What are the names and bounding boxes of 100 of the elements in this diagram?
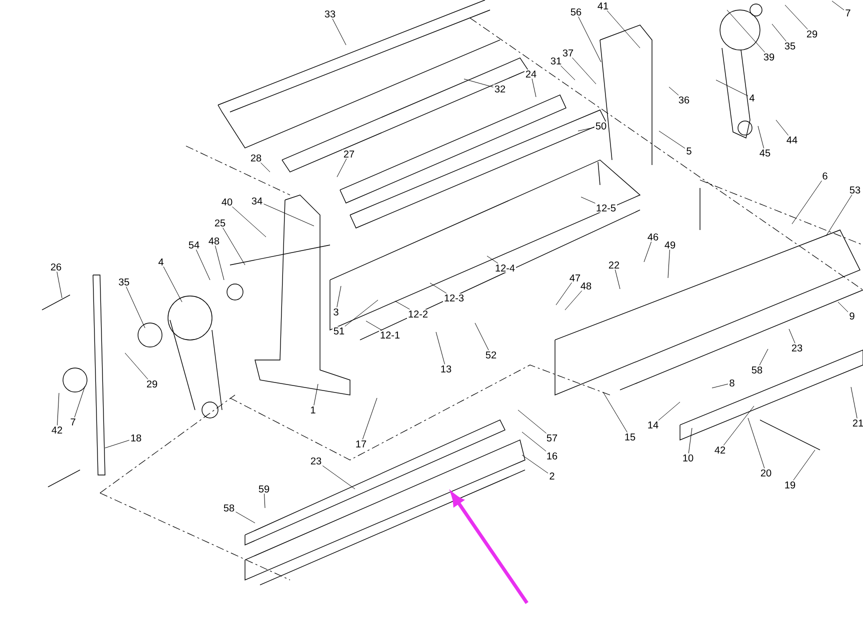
callout-number: 54 xyxy=(187,240,201,250)
callout-number: 12-3 xyxy=(443,293,465,303)
callout-number: 59 xyxy=(257,484,271,494)
leader-line xyxy=(572,57,596,84)
callout-number: 44 xyxy=(785,136,799,144)
callout-number: 9 xyxy=(848,311,856,321)
callout-number: 23 xyxy=(309,456,323,466)
callout-number: 42 xyxy=(713,446,727,454)
leader-line xyxy=(784,4,808,30)
callout-number: 49 xyxy=(663,240,677,250)
callout-number: 8 xyxy=(728,378,736,388)
callout-number: 50 xyxy=(594,121,608,131)
callout-number: 26 xyxy=(49,262,63,272)
leader-line xyxy=(578,16,602,62)
leader-line xyxy=(464,78,494,88)
leader-line xyxy=(124,352,148,380)
callout-number: 45 xyxy=(758,148,772,158)
leader-line xyxy=(522,454,548,474)
leader-line xyxy=(74,386,86,418)
leader-line xyxy=(838,302,848,312)
callout-number: 35 xyxy=(783,41,797,51)
callout-number: 17 xyxy=(354,440,368,448)
leader-line xyxy=(474,322,489,350)
callout-number: 12-4 xyxy=(494,264,516,272)
leader-line xyxy=(832,0,844,10)
callout-number: 57 xyxy=(545,434,559,442)
callout-number: 4 xyxy=(748,94,756,102)
callout-number: 29 xyxy=(145,379,159,389)
callout-number: 12-2 xyxy=(407,310,429,318)
leader-line xyxy=(772,24,786,42)
leader-line xyxy=(564,290,582,310)
leader-line xyxy=(792,180,822,224)
leader-line xyxy=(723,406,754,446)
leader-line xyxy=(260,162,270,172)
callout-number: 7 xyxy=(844,8,852,18)
callout-number: 14 xyxy=(646,420,660,430)
callout-number: 12-1 xyxy=(379,330,401,340)
callout-number: 10 xyxy=(681,453,695,463)
callout-number: 27 xyxy=(342,150,356,158)
callout-number: 3 xyxy=(332,307,340,317)
leader-line xyxy=(560,65,576,80)
leader-line xyxy=(163,266,182,302)
leader-line xyxy=(668,86,679,96)
callout-number: 32 xyxy=(493,84,507,94)
leader-line xyxy=(236,512,256,524)
leader-line xyxy=(758,126,764,149)
callout-number: 40 xyxy=(220,197,234,207)
callout-number: 21 xyxy=(851,418,863,428)
callout-number: 53 xyxy=(848,185,862,195)
callout-number: 52 xyxy=(484,350,498,360)
leader-line xyxy=(366,320,382,331)
callout-number: 20 xyxy=(759,468,773,478)
leader-line xyxy=(362,398,378,440)
leader-line xyxy=(658,130,686,149)
leader-line xyxy=(532,78,536,98)
leader-line xyxy=(56,271,62,298)
leader-line xyxy=(793,450,816,480)
leader-line xyxy=(336,158,347,178)
leader-line xyxy=(776,120,789,136)
leader-line xyxy=(104,440,130,448)
callout-number: 22 xyxy=(607,260,621,270)
leader-line xyxy=(668,249,670,278)
leader-line xyxy=(394,300,410,310)
leader-line xyxy=(264,493,266,508)
leader-line xyxy=(826,194,852,236)
callout-number: 42 xyxy=(50,426,64,434)
callout-number: 2 xyxy=(548,472,556,480)
leader-line xyxy=(522,432,546,452)
callout-number: 47 xyxy=(568,274,582,282)
leader-line xyxy=(518,410,547,434)
callout-number: 13 xyxy=(439,364,453,374)
leader-line xyxy=(716,80,748,96)
callout-number: 24 xyxy=(524,70,538,78)
callout-number: 31 xyxy=(549,56,563,66)
leader-line xyxy=(658,402,680,421)
callout-number: 12-5 xyxy=(595,203,617,213)
callout-number: 7 xyxy=(69,418,77,426)
leader-line xyxy=(759,348,768,366)
leader-line xyxy=(556,282,572,306)
leader-line xyxy=(614,269,620,290)
callout-number: 58 xyxy=(750,365,764,375)
leader-line xyxy=(580,196,596,204)
callout-number: 23 xyxy=(790,343,804,353)
callout-number: 33 xyxy=(323,9,337,19)
leader-line xyxy=(788,328,796,344)
leader-line xyxy=(57,392,60,426)
leader-line xyxy=(222,227,246,266)
leader-line xyxy=(314,384,318,406)
callout-number: 28 xyxy=(249,153,263,163)
callout-number: 37 xyxy=(561,48,575,58)
leader-line xyxy=(126,286,146,328)
leader-line xyxy=(850,386,858,419)
callout-number: 35 xyxy=(117,277,131,287)
callout-number: 48 xyxy=(207,236,221,246)
callout-number: 41 xyxy=(596,2,610,10)
leader-line xyxy=(644,241,652,262)
leader-line xyxy=(332,18,346,46)
callout-number: 29 xyxy=(805,29,819,39)
callout-number: 16 xyxy=(545,451,559,461)
callout-number: 19 xyxy=(783,480,797,490)
